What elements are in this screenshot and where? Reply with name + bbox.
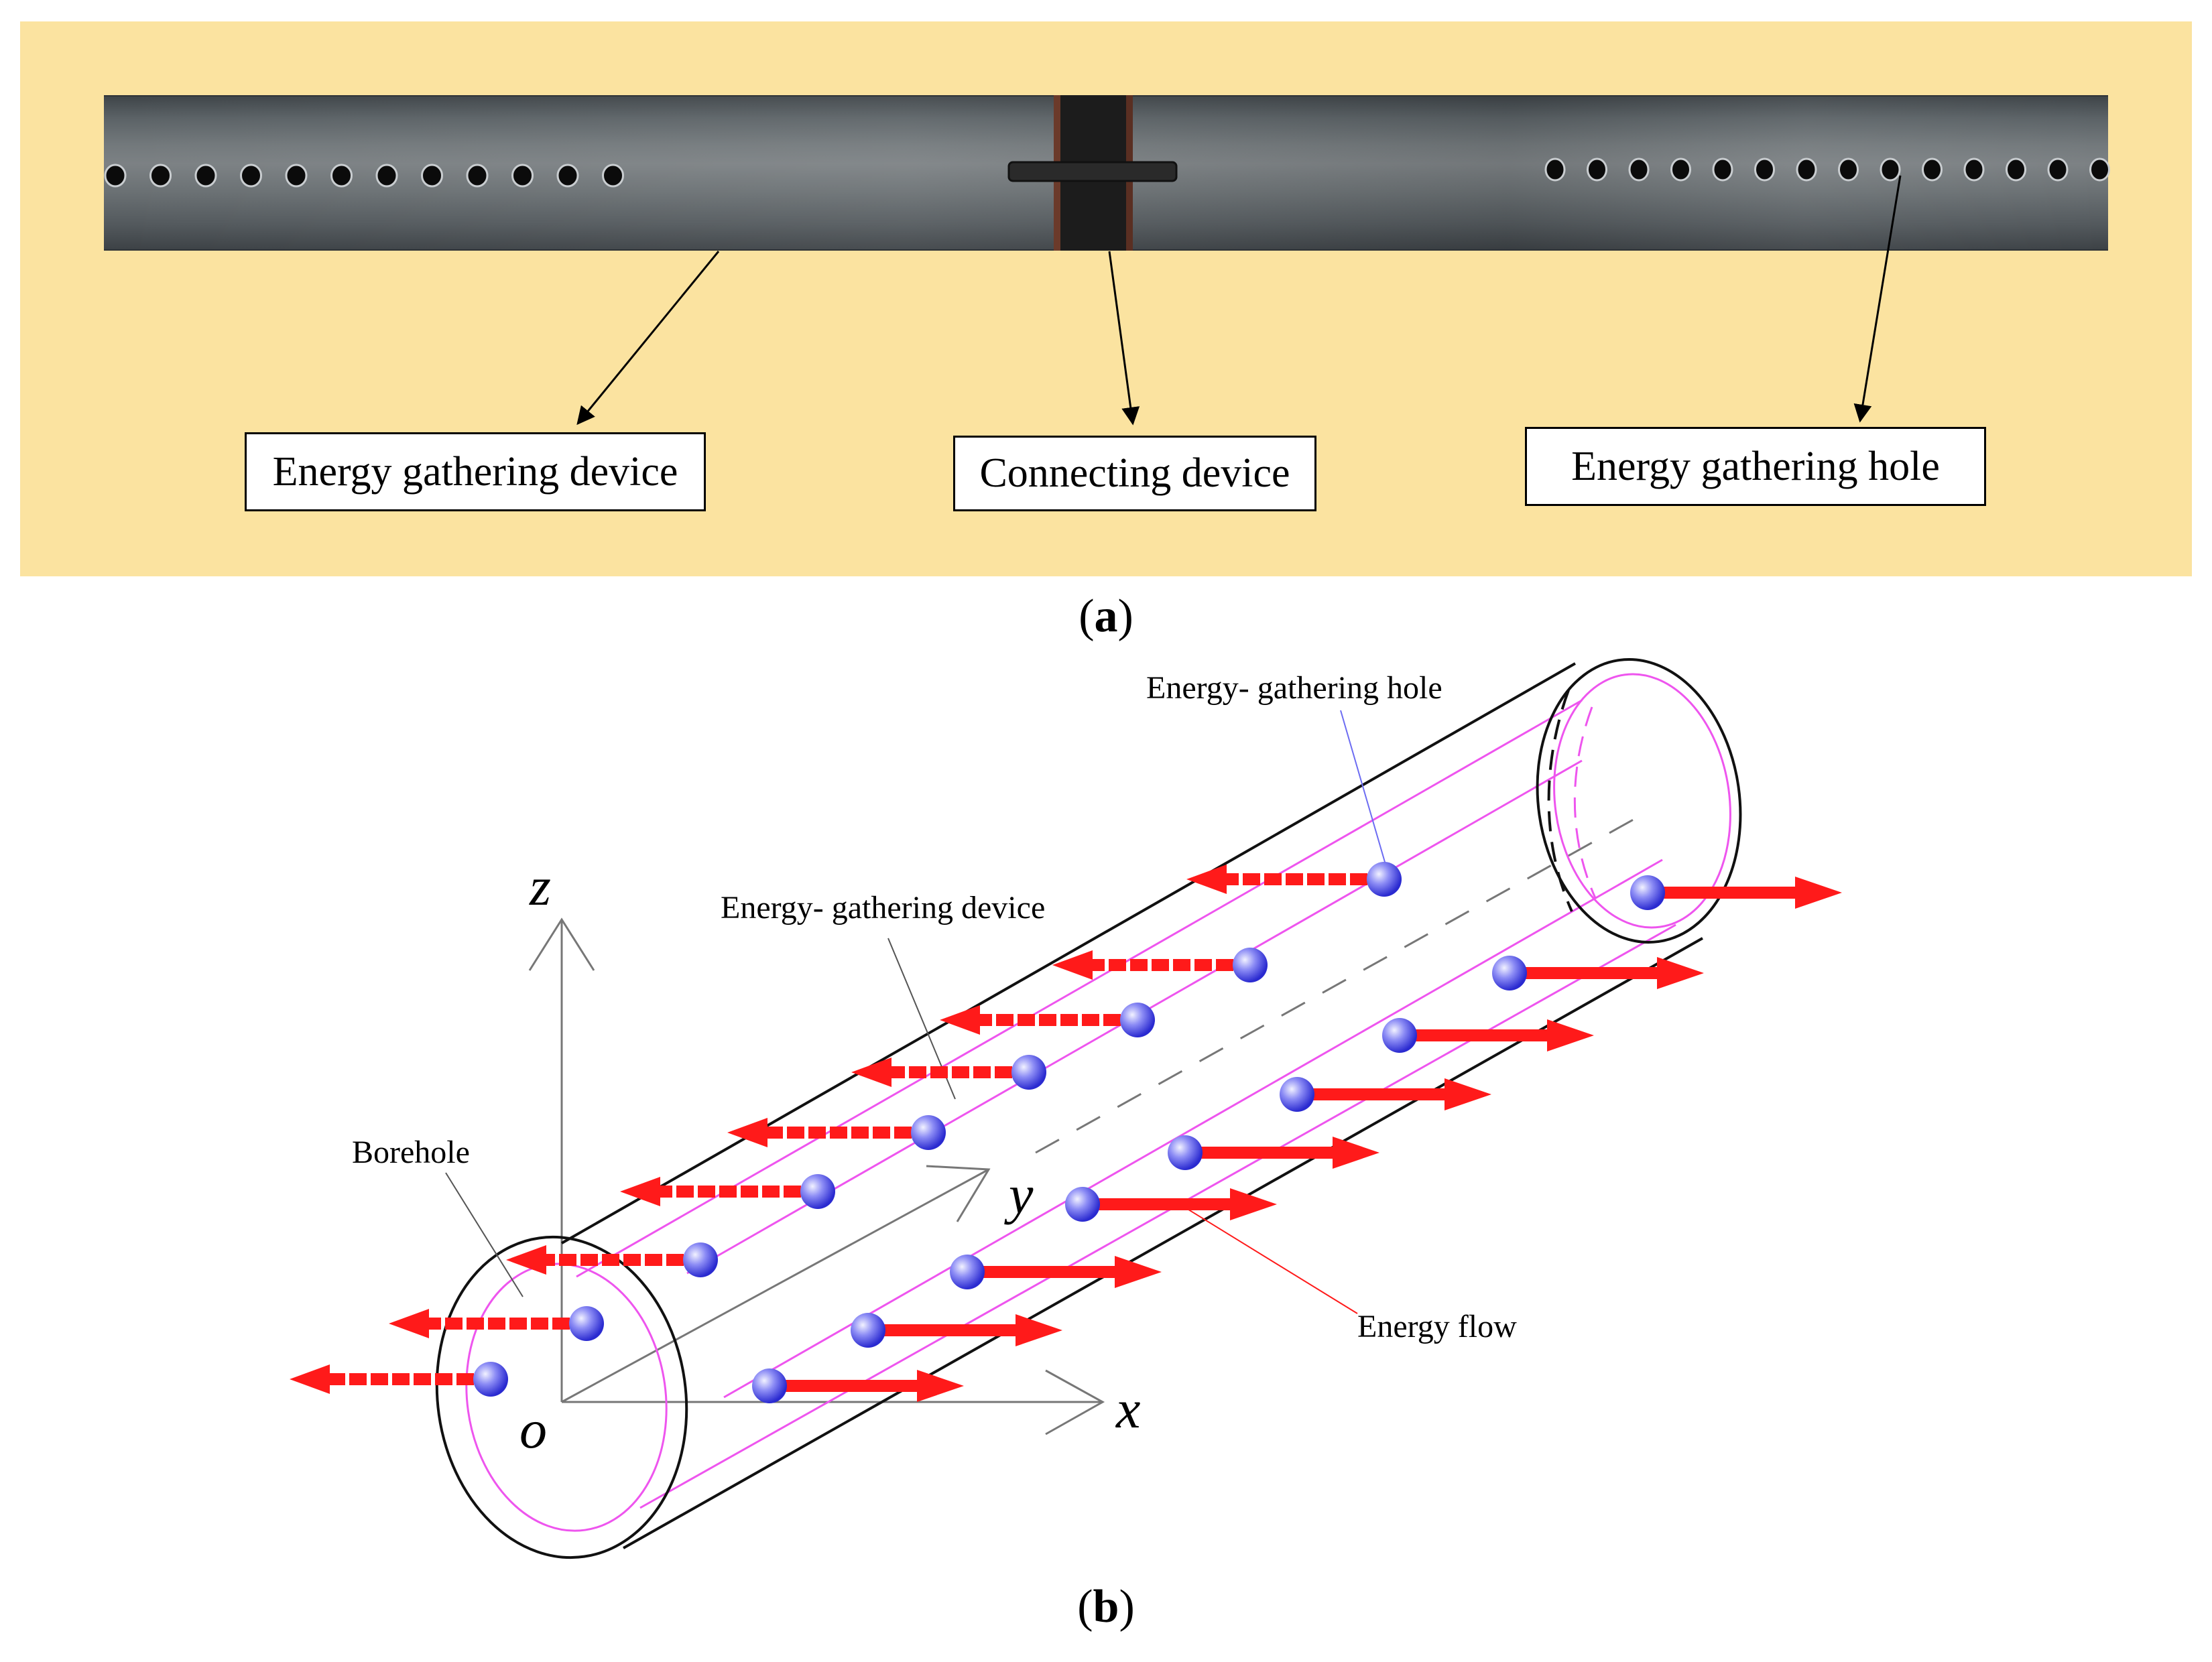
hole [1712,157,1733,182]
energy-gathering-holes-right [1544,157,2110,182]
hole [1754,157,1775,182]
label-energy-flow: Energy flow [1357,1309,1517,1344]
energy-gathering-hole-ball [950,1255,985,1289]
energy-gathering-hole-ball [1065,1187,1100,1222]
arrow-head [1016,1314,1062,1346]
hole [466,164,489,188]
energy-gathering-hole-ball [1233,948,1268,982]
arrow-head [1657,957,1704,989]
energy-gathering-hole-ball [851,1313,885,1348]
arrow-head [1445,1078,1491,1110]
hole [1838,157,1859,182]
hole [511,164,534,188]
energy-gathering-hole-ball [752,1368,787,1403]
energy-gathering-hole-ball [1630,875,1665,910]
hole [2047,157,2069,182]
axis-label-y: y [1004,1164,1034,1225]
hole [1544,157,1566,182]
arrow-head [851,1058,892,1087]
hole [330,164,353,188]
arrow-head [290,1364,330,1394]
hole [2089,157,2110,182]
hole [194,164,217,188]
axis-z [528,917,595,1402]
hole [1670,157,1691,182]
pointer-line-device [576,251,720,426]
hole [104,164,127,188]
hole [421,164,443,188]
hole [1922,157,1943,182]
axis-label-z: z [529,856,551,917]
label-energy-gathering-device: Energy gathering device [245,432,706,511]
energy-gathering-hole-ball [473,1362,508,1397]
arrow-head [917,1370,964,1402]
energy-gathering-hole-ball [1492,956,1527,990]
arrow-head [940,1005,980,1035]
arrow-head [1795,877,1842,909]
energy-gathering-hole-ball [1382,1018,1417,1053]
energy-gathering-hole-ball [1120,1003,1155,1037]
pipe-far-end [1536,658,1742,944]
hole [1796,157,1817,182]
hole [149,164,172,188]
caption-b: (b) [1077,1581,1135,1633]
energy-gathering-hole-ball [800,1174,835,1209]
energy-gathering-holes-left [104,164,624,188]
label-energy-gathering-device: Energy- gathering device [721,890,1045,925]
energy-gathering-hole-ball [569,1306,604,1341]
hole [285,164,308,188]
pointer-line-hole [1853,175,1902,423]
pointer-line-connector [1108,251,1140,426]
hole [2006,157,2026,182]
energy-gathering-pipe [561,662,1703,1549]
arrow-head [1115,1256,1162,1288]
energy-gathering-hole-markers [473,862,1665,1403]
axis-x [562,1369,1105,1435]
borehole-near-end [435,1235,688,1559]
panel-a-overlay [104,95,2110,426]
energy-gathering-hole-ball [683,1242,718,1277]
pointer-line-hole [1340,710,1388,872]
label-connecting-device: Connecting device [953,436,1316,511]
arrow-head [727,1118,767,1147]
arrow-head [506,1245,546,1275]
hole [602,164,624,188]
arrow-head [1547,1019,1594,1051]
hole [1628,157,1650,182]
energy-gathering-hole-ball [1011,1055,1046,1090]
caption-a: (a) [1079,590,1133,642]
arrow-head [389,1309,429,1338]
axis-label-origin: o [519,1399,547,1460]
label-borehole: Borehole [352,1135,470,1170]
energy-gathering-hole-ball [1280,1077,1314,1112]
axis-y [561,1165,991,1403]
label-energy-gathering-hole: Energy gathering hole [1525,427,1986,506]
label-energy-gathering-hole: Energy- gathering hole [1146,670,1442,706]
arrow-head [1230,1188,1277,1220]
arrow-head [1333,1137,1379,1169]
pointer-line-borehole [445,1172,524,1297]
energy-gathering-hole-ball [1168,1135,1203,1170]
energy-gathering-hole-ball [911,1115,946,1150]
arrow-head [620,1177,660,1206]
hole [1963,157,1985,182]
hole [1587,157,1607,182]
energy-flow-arrows-right [783,877,1842,1402]
energy-flow-arrows-left [290,865,1367,1394]
arrow-head [1052,950,1093,980]
energy-gathering-hole-ball [1367,862,1402,897]
arrow-head [1186,865,1227,894]
hole [240,164,262,188]
hole [1880,157,1901,182]
hole [375,164,398,188]
connecting-device-part [1007,95,1178,251]
axis-label-x: x [1115,1379,1140,1440]
pointer-line-energy-flow [1182,1206,1358,1314]
pointer-line-device [887,938,956,1100]
hole [556,164,579,188]
